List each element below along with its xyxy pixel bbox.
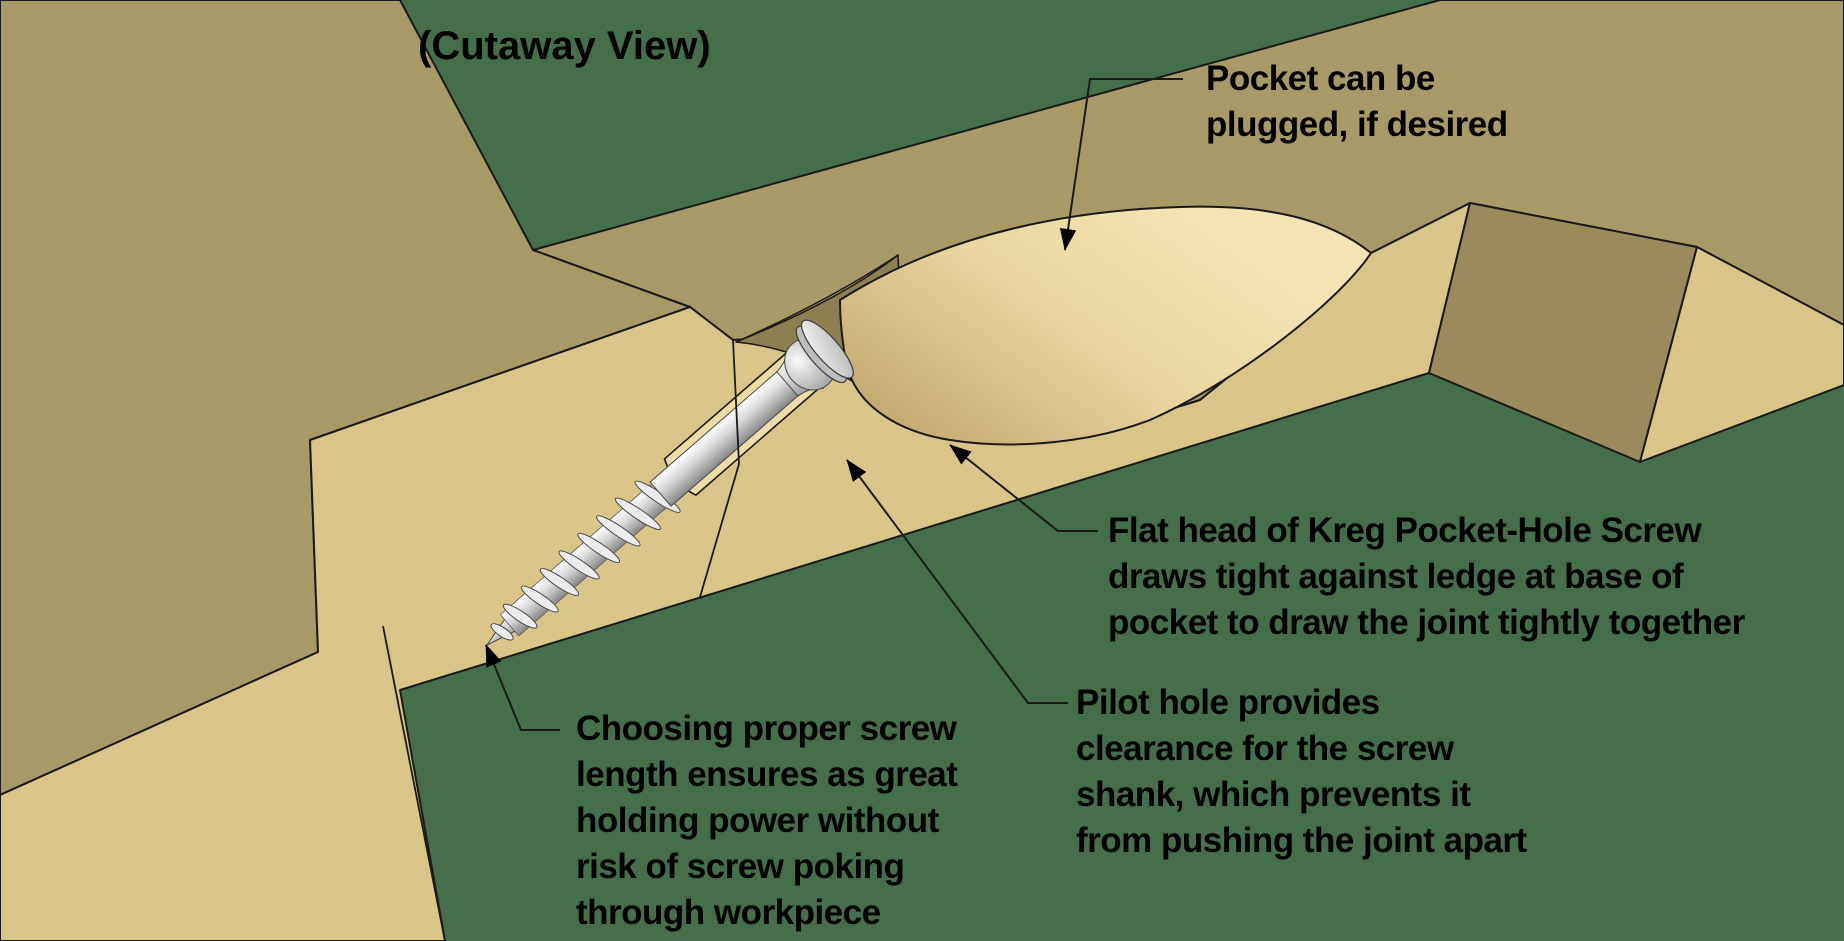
rail-end-face <box>1639 246 1844 463</box>
label-pocket-plug: Pocket can be plugged, if desired <box>1206 56 1508 148</box>
pocket-plug <box>838 205 1373 446</box>
label-pilot-hole-line1: Pilot hole provides <box>1076 683 1380 722</box>
label-screw-length-line4: risk of screw poking <box>576 847 905 886</box>
label-flat-head-line2: draws tight against ledge at base of <box>1108 557 1684 596</box>
label-pilot-hole-line4: from pushing the joint apart <box>1076 821 1527 860</box>
label-flat-head-line1: Flat head of Kreg Pocket-Hole Screw <box>1108 511 1702 550</box>
pocket-hole-screw <box>486 319 854 646</box>
left-board-corner-edge <box>382 625 446 941</box>
leader-flat-head <box>949 444 1098 532</box>
label-pocket-plug-line1: Pocket can be <box>1206 59 1435 98</box>
label-flat-head-line3: pocket to draw the joint tightly togethe… <box>1108 603 1745 642</box>
leader-pilot-hole <box>846 459 1068 704</box>
label-screw-length-line3: holding power without <box>576 801 939 840</box>
pocket-rim-edge <box>735 254 899 343</box>
diagram-title: (Cutaway View) <box>418 24 711 68</box>
label-pilot-hole-line2: clearance for the screw <box>1076 729 1454 768</box>
joint-line <box>699 339 740 598</box>
label-pilot-hole: Pilot hole provides clearance for the sc… <box>1076 680 1527 864</box>
label-screw-length-line5: through workpiece <box>576 893 881 932</box>
label-pocket-plug-line2: plugged, if desired <box>1206 105 1508 144</box>
label-screw-length-line2: length ensures as great <box>576 755 958 794</box>
leader-screw-length <box>485 644 560 731</box>
label-screw-length-line1: Choosing proper screw <box>576 709 957 748</box>
label-screw-length: Choosing proper screw length ensures as … <box>576 706 958 936</box>
label-flat-head: Flat head of Kreg Pocket-Hole Screw draw… <box>1108 508 1745 646</box>
leader-lines <box>485 78 1183 731</box>
screw-threads <box>490 480 681 641</box>
screw-washer-face <box>800 319 854 379</box>
label-pilot-hole-line3: shank, which prevents it <box>1076 775 1471 814</box>
leader-pocket-plug <box>1059 78 1183 251</box>
